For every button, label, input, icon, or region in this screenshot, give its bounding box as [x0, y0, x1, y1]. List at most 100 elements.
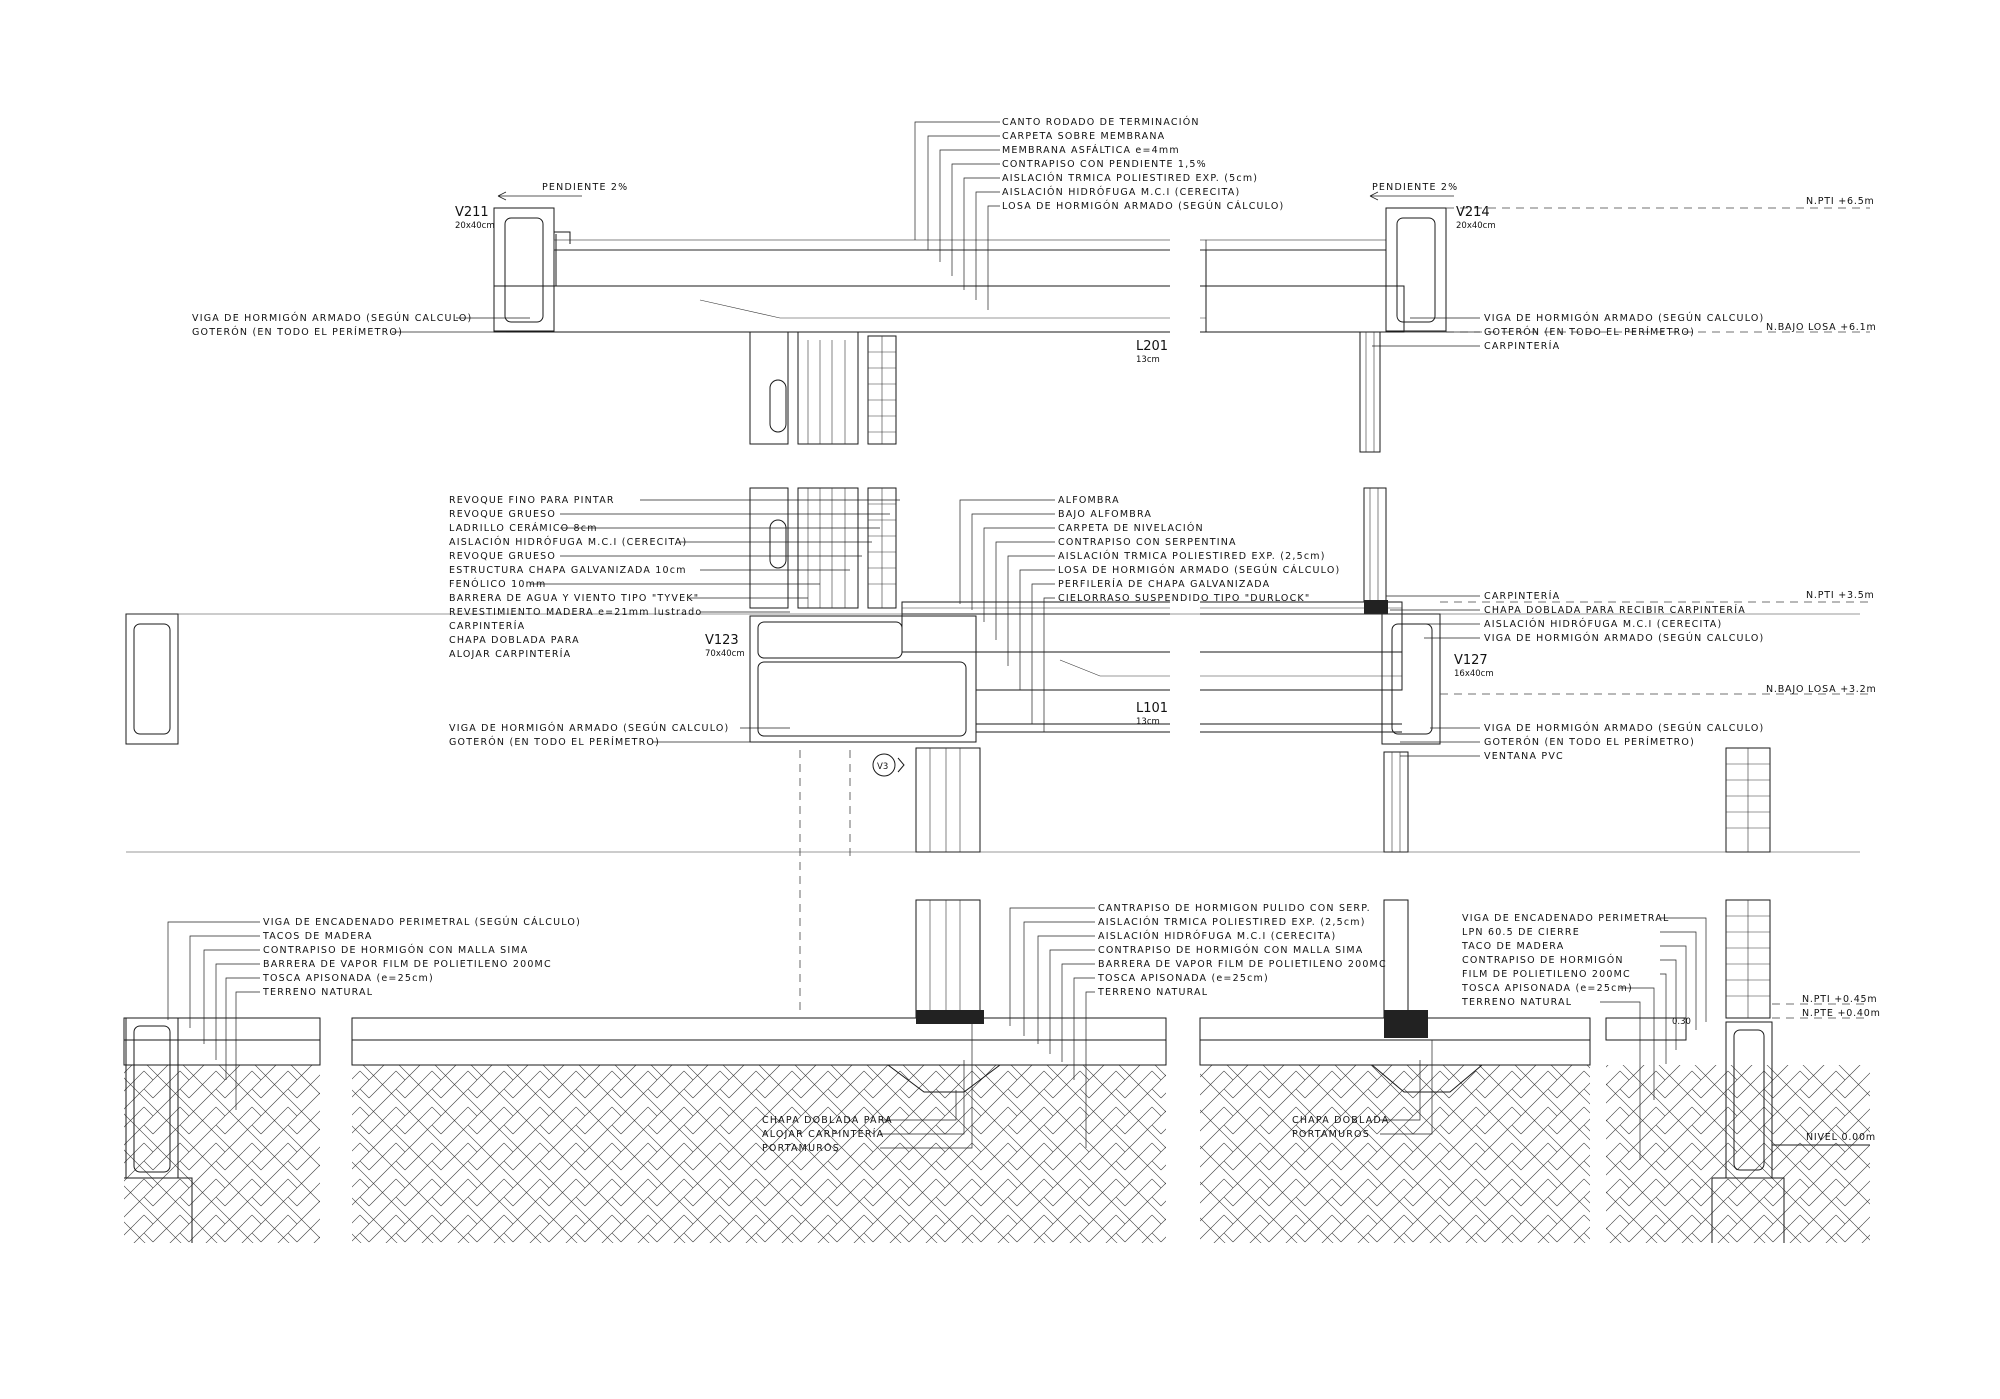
ground-right-note: TOSCA APISONADA (e=25cm)	[1461, 983, 1633, 994]
level-pte-0-40: N.PTE +0.40m	[1802, 1008, 1881, 1019]
wall-layer: ESTRUCTURA CHAPA GALVANIZADA 10cm	[449, 565, 687, 576]
mid-right-note: GOTERÓN (EN TODO EL PERÍMETRO)	[1484, 736, 1695, 748]
roof-layer: CARPETA SOBRE MEMBRANA	[1002, 131, 1165, 142]
ground-center-note: TOSCA APISONADA (e=25cm)	[1097, 973, 1269, 984]
ground-section	[123, 750, 1870, 1243]
ground-lower-note: CHAPA DOBLADA	[1292, 1115, 1389, 1126]
roof-layer: AISLACIÓN HIDRÓFUGA M.C.I (CERECITA)	[1002, 186, 1240, 198]
floor-layer: BAJO ALFOMBRA	[1058, 509, 1152, 520]
floor-layer: CARPETA DE NIVELACIÓN	[1058, 522, 1204, 534]
ground-lower-note: ALOJAR CARPINTERÍA	[762, 1128, 884, 1140]
mid-right-note: CHAPA DOBLADA PARA RECIBIR CARPINTERÍA	[1484, 604, 1746, 616]
mid-right-note: AISLACIÓN HIDRÓFUGA M.C.I (CERECITA)	[1484, 618, 1722, 630]
ground-left-note: TOSCA APISONADA (e=25cm)	[262, 973, 434, 984]
beam-v214-tag: V214	[1456, 205, 1490, 220]
ground-right-note: VIGA DE ENCADENADO PERIMETRAL	[1462, 913, 1669, 924]
window-v3	[915, 747, 981, 853]
beam-v123-size: 70x40cm	[705, 649, 745, 659]
mid-right-note: CARPINTERÍA	[1484, 590, 1560, 602]
ground-left-note: TACOS DE MADERA	[262, 931, 373, 942]
ground-left-note: TERRENO NATURAL	[262, 987, 373, 998]
leader-lines	[167, 121, 1707, 1160]
wall-layer: BARRERA DE AGUA Y VIENTO TIPO "TYVEK"	[449, 593, 699, 604]
slab-l101-tag: L101	[1136, 701, 1168, 716]
ground-lower-center-notes: CHAPA DOBLADA PARA ALOJAR CARPINTERÍA PO…	[762, 1115, 892, 1154]
ground-right-note: FILM DE POLIETILENO 200MC	[1462, 969, 1631, 980]
roof-layer: MEMBRANA ASFÁLTICA e=4mm	[1002, 144, 1180, 156]
mid-right-note: VIGA DE HORMIGÓN ARMADO (SEGÚN CALCULO)	[1484, 632, 1764, 644]
roof-left-note: VIGA DE HORMIGÓN ARMADO (SEGÚN CALCULO)	[192, 312, 472, 324]
terrain-left	[124, 1065, 320, 1243]
wall-layer: ALOJAR CARPINTERÍA	[449, 648, 571, 660]
window-v3-tag: V3	[877, 762, 888, 772]
mid-left-notes: VIGA DE HORMIGÓN ARMADO (SEGÚN CALCULO) …	[449, 722, 729, 748]
ground-center-notes: CANTRAPISO DE HORMIGON PULIDO CON SERP. …	[1097, 903, 1387, 998]
beam-v123-tag: V123	[705, 633, 739, 648]
level-lines	[1440, 207, 1870, 1019]
ground-left-notes: VIGA DE ENCADENADO PERIMETRAL (SEGÚN CÁL…	[262, 916, 581, 998]
ground-center-note: AISLACIÓN TRMICA POLIESTIRED EXP. (2,5cm…	[1098, 916, 1366, 928]
floor-layer: CONTRAPISO CON SERPENTINA	[1058, 537, 1237, 548]
slab-l101-size: 13cm	[1136, 717, 1160, 727]
beam-v123	[749, 615, 977, 743]
ground-left-note: VIGA DE ENCADENADO PERIMETRAL (SEGÚN CÁL…	[263, 916, 581, 928]
terrain-far-right	[1606, 1065, 1870, 1243]
ground-center-note: BARRERA DE VAPOR FILM DE POLIETILENO 200…	[1098, 959, 1387, 970]
level-pti-3-5: N.PTI +3.5m	[1806, 590, 1875, 601]
beam-v214-size: 20x40cm	[1456, 221, 1496, 231]
ground-left-note: CONTRAPISO DE HORMIGÓN CON MALLA SIMA	[263, 944, 529, 956]
roof-layer: CANTO RODADO DE TERMINACIÓN	[1002, 116, 1200, 128]
beam-v127-size: 16x40cm	[1454, 669, 1494, 679]
roof-layer: CONTRAPISO CON PENDIENTE 1,5%	[1002, 159, 1207, 170]
roof-left-note: GOTERÓN (EN TODO EL PERÍMETRO)	[192, 326, 403, 338]
beam-v214	[1385, 207, 1447, 332]
ground-right-notes: VIGA DE ENCADENADO PERIMETRAL LPN 60.5 D…	[1461, 913, 1669, 1008]
wall-layer: REVOQUE FINO PARA PINTAR	[449, 495, 615, 506]
floor-layer: LOSA DE HORMIGÓN ARMADO (SEGÚN CÁLCULO)	[1058, 564, 1340, 576]
dimension-0-30: 0.30	[1672, 1017, 1691, 1027]
beam-v211	[493, 207, 555, 332]
roof-right-note: CARPINTERÍA	[1484, 340, 1560, 352]
wall-layer: CARPINTERÍA	[449, 620, 525, 632]
mid-left-note: VIGA DE HORMIGÓN ARMADO (SEGÚN CALCULO)	[449, 722, 729, 734]
ground-center-note: CANTRAPISO DE HORMIGON PULIDO CON SERP.	[1098, 903, 1371, 914]
window-top-right	[1359, 331, 1381, 453]
roof-layers-list: CANTO RODADO DE TERMINACIÓN CARPETA SOBR…	[1002, 116, 1284, 212]
terrain-right	[1200, 1065, 1590, 1243]
roof-layer: AISLACIÓN TRMICA POLIESTIRED EXP. (5cm)	[1002, 172, 1258, 184]
floor-section	[125, 487, 1860, 853]
floor-layers-list: ALFOMBRA BAJO ALFOMBRA CARPETA DE NIVELA…	[1058, 495, 1340, 604]
mid-right-note: VENTANA PVC	[1484, 751, 1564, 762]
window-tag-circle	[872, 753, 896, 777]
level-slab-6-1: N.BAJO LOSA +6.1m	[1766, 322, 1877, 333]
roof-section	[493, 200, 1447, 453]
mid-left-note: GOTERÓN (EN TODO EL PERÍMETRO)	[449, 736, 660, 748]
roof-left-notes: VIGA DE HORMIGÓN ARMADO (SEGÚN CALCULO) …	[192, 312, 472, 338]
slab-l201-tag: L201	[1136, 339, 1168, 354]
wall-layer: FENÓLICO 10mm	[449, 578, 546, 590]
ground-lower-note: PORTAMUROS	[1292, 1129, 1370, 1140]
mid-right-bottom-notes: VIGA DE HORMIGÓN ARMADO (SEGÚN CALCULO) …	[1484, 722, 1764, 762]
wall-layer: CHAPA DOBLADA PARA	[449, 635, 580, 646]
slope-left-label: PENDIENTE 2%	[542, 182, 628, 193]
ground-right-note: CONTRAPISO DE HORMIGÓN	[1462, 954, 1624, 966]
wall-layers-list: REVOQUE FINO PARA PINTAR REVOQUE GRUESO …	[449, 495, 701, 660]
slab-l201-size: 13cm	[1136, 355, 1160, 365]
terrain-center	[352, 1065, 1166, 1243]
roof-layer: LOSA DE HORMIGÓN ARMADO (SEGÚN CÁLCULO)	[1002, 200, 1284, 212]
beam-v211-tag: V211	[455, 205, 489, 220]
ground-center-note: TERRENO NATURAL	[1097, 987, 1208, 998]
slope-right-label: PENDIENTE 2%	[1372, 182, 1458, 193]
wall-layer: LADRILLO CERÁMICO 8cm	[449, 522, 598, 534]
ground-right-note: TACO DE MADERA	[1461, 941, 1564, 952]
mid-right-note: VIGA DE HORMIGÓN ARMADO (SEGÚN CALCULO)	[1484, 722, 1764, 734]
mid-right-top-notes: CARPINTERÍA CHAPA DOBLADA PARA RECIBIR C…	[1484, 590, 1764, 644]
roof-slab-right	[1205, 285, 1405, 333]
floor-layer: ALFOMBRA	[1058, 495, 1120, 506]
roof-slab-left	[493, 285, 1207, 333]
ground-lower-note: PORTAMUROS	[762, 1143, 840, 1154]
roof-right-note: VIGA DE HORMIGÓN ARMADO (SEGÚN CALCULO)	[1484, 312, 1764, 324]
roof-right-note: GOTERÓN (EN TODO EL PERÍMETRO)	[1484, 326, 1695, 338]
floor-slab-l101	[901, 613, 1403, 653]
